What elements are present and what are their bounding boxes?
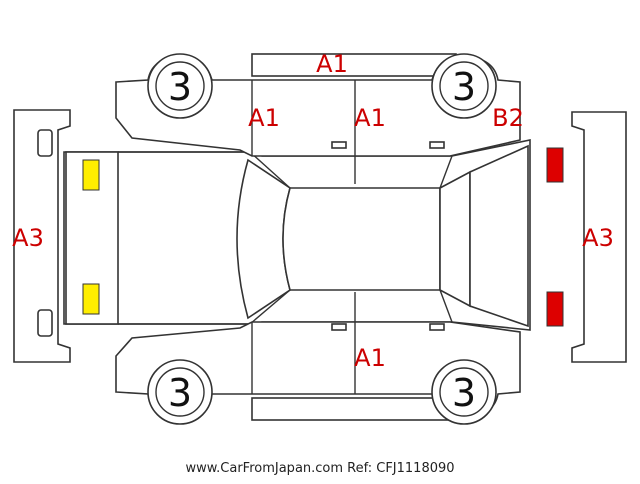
- wheel-rear-left-grade: 3: [452, 65, 476, 109]
- wheel-rear-left: 3: [431, 53, 497, 119]
- roof-rail-top: [251, 53, 457, 77]
- rear-bumper: [571, 111, 627, 363]
- wheel-rear-right: 3: [431, 359, 497, 425]
- rear-taillight-right: [546, 291, 564, 327]
- a-pillar-top: [249, 151, 291, 189]
- code-rear-door-bottom: A1: [354, 344, 386, 372]
- rear-taillight-left: [546, 147, 564, 183]
- code-rear-quarter-top: B2: [492, 104, 524, 132]
- front-bumper-slot-bottom: [37, 309, 53, 337]
- windshield: [236, 158, 291, 320]
- trunk-lid: [469, 144, 529, 328]
- front-bumper: [13, 109, 71, 363]
- code-front-bumper: A3: [12, 224, 44, 252]
- wheel-front-left-grade: 3: [168, 65, 192, 109]
- front-door-handle-bottom: [331, 323, 347, 331]
- wheel-front-right-grade: 3: [168, 371, 192, 415]
- c-pillar-bottom: [439, 289, 453, 323]
- front-bumper-slot-top: [37, 129, 53, 157]
- code-rear-bumper: A3: [582, 224, 614, 252]
- wheel-front-left: 3: [147, 53, 213, 119]
- roof-rail-bottom: [251, 397, 457, 421]
- code-front-door-top: A1: [248, 104, 280, 132]
- code-rear-door-top: A1: [354, 104, 386, 132]
- code-roof-top: A1: [316, 50, 348, 78]
- front-headlight-right: [82, 283, 100, 315]
- front-headlight-left: [82, 159, 100, 191]
- wheel-front-right: 3: [147, 359, 213, 425]
- rear-window: [439, 170, 471, 308]
- footer-reference: www.CarFromJapan.com Ref: CFJ1118090: [185, 461, 454, 476]
- a-pillar-bottom: [249, 289, 291, 325]
- front-door-handle-top: [331, 141, 347, 149]
- roof-panel: [282, 187, 441, 291]
- rear-door-handle-top: [429, 141, 445, 149]
- wheel-rear-right-grade: 3: [452, 371, 476, 415]
- rear-door-handle-bottom: [429, 323, 445, 331]
- c-pillar-top: [439, 155, 453, 189]
